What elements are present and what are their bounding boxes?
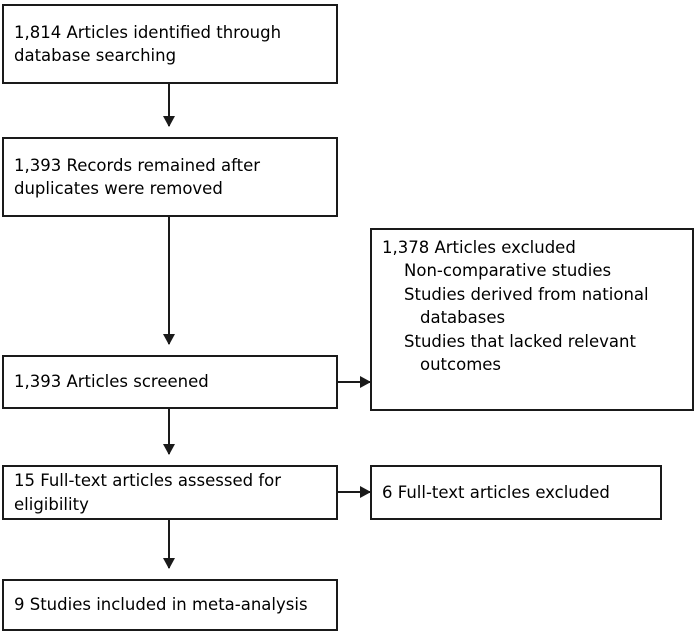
list-item: Non-comparative studies — [382, 259, 649, 282]
excluded-reason-continuation: databases — [420, 308, 506, 328]
node-articles-excluded: 1,378 Articles excluded Non-comparative … — [370, 228, 694, 411]
node-records-after-duplicates-label: 1,393 Records remained after duplicates … — [14, 155, 261, 198]
node-fulltext-assessed-label: 15 Full-text articles assessed for eligi… — [14, 471, 282, 514]
node-studies-included: 9 Studies included in meta-analysis — [2, 579, 338, 631]
node-articles-screened: 1,393 Articles screened — [2, 355, 338, 409]
node-fulltext-excluded: 6 Full-text articles excluded — [370, 465, 662, 520]
list-item: Studies derived from national databases — [382, 283, 649, 330]
list-item: Studies that lacked relevant outcomes — [382, 330, 649, 377]
node-fulltext-assessed: 15 Full-text articles assessed for eligi… — [2, 465, 338, 520]
excluded-reasons-list: Non-comparative studies Studies derived … — [382, 259, 649, 376]
excluded-reason-text: Non-comparative studies — [404, 261, 612, 281]
node-articles-excluded-title: 1,378 Articles excluded — [382, 238, 576, 257]
node-fulltext-excluded-label: 6 Full-text articles excluded — [382, 482, 610, 502]
node-articles-identified: 1,814 Articles identified through databa… — [2, 4, 338, 84]
arrow-screened-to-excluded — [338, 376, 371, 388]
excluded-reason-text: Studies that lacked relevant — [404, 331, 636, 351]
arrow-identified-to-duplicates — [163, 84, 175, 127]
node-articles-identified-label: 1,814 Articles identified through databa… — [14, 22, 282, 65]
node-studies-included-label: 9 Studies included in meta-analysis — [14, 595, 308, 615]
excluded-reason-continuation: outcomes — [420, 355, 502, 375]
excluded-reason-text: Studies derived from national — [404, 284, 649, 304]
arrow-duplicates-to-screened — [163, 217, 175, 345]
arrow-fulltext-to-included — [163, 520, 175, 569]
node-articles-screened-label: 1,393 Articles screened — [14, 372, 209, 392]
arrow-fulltext-to-excluded — [338, 486, 371, 498]
node-records-after-duplicates: 1,393 Records remained after duplicates … — [2, 137, 338, 217]
arrow-screened-to-fulltext — [163, 409, 175, 455]
